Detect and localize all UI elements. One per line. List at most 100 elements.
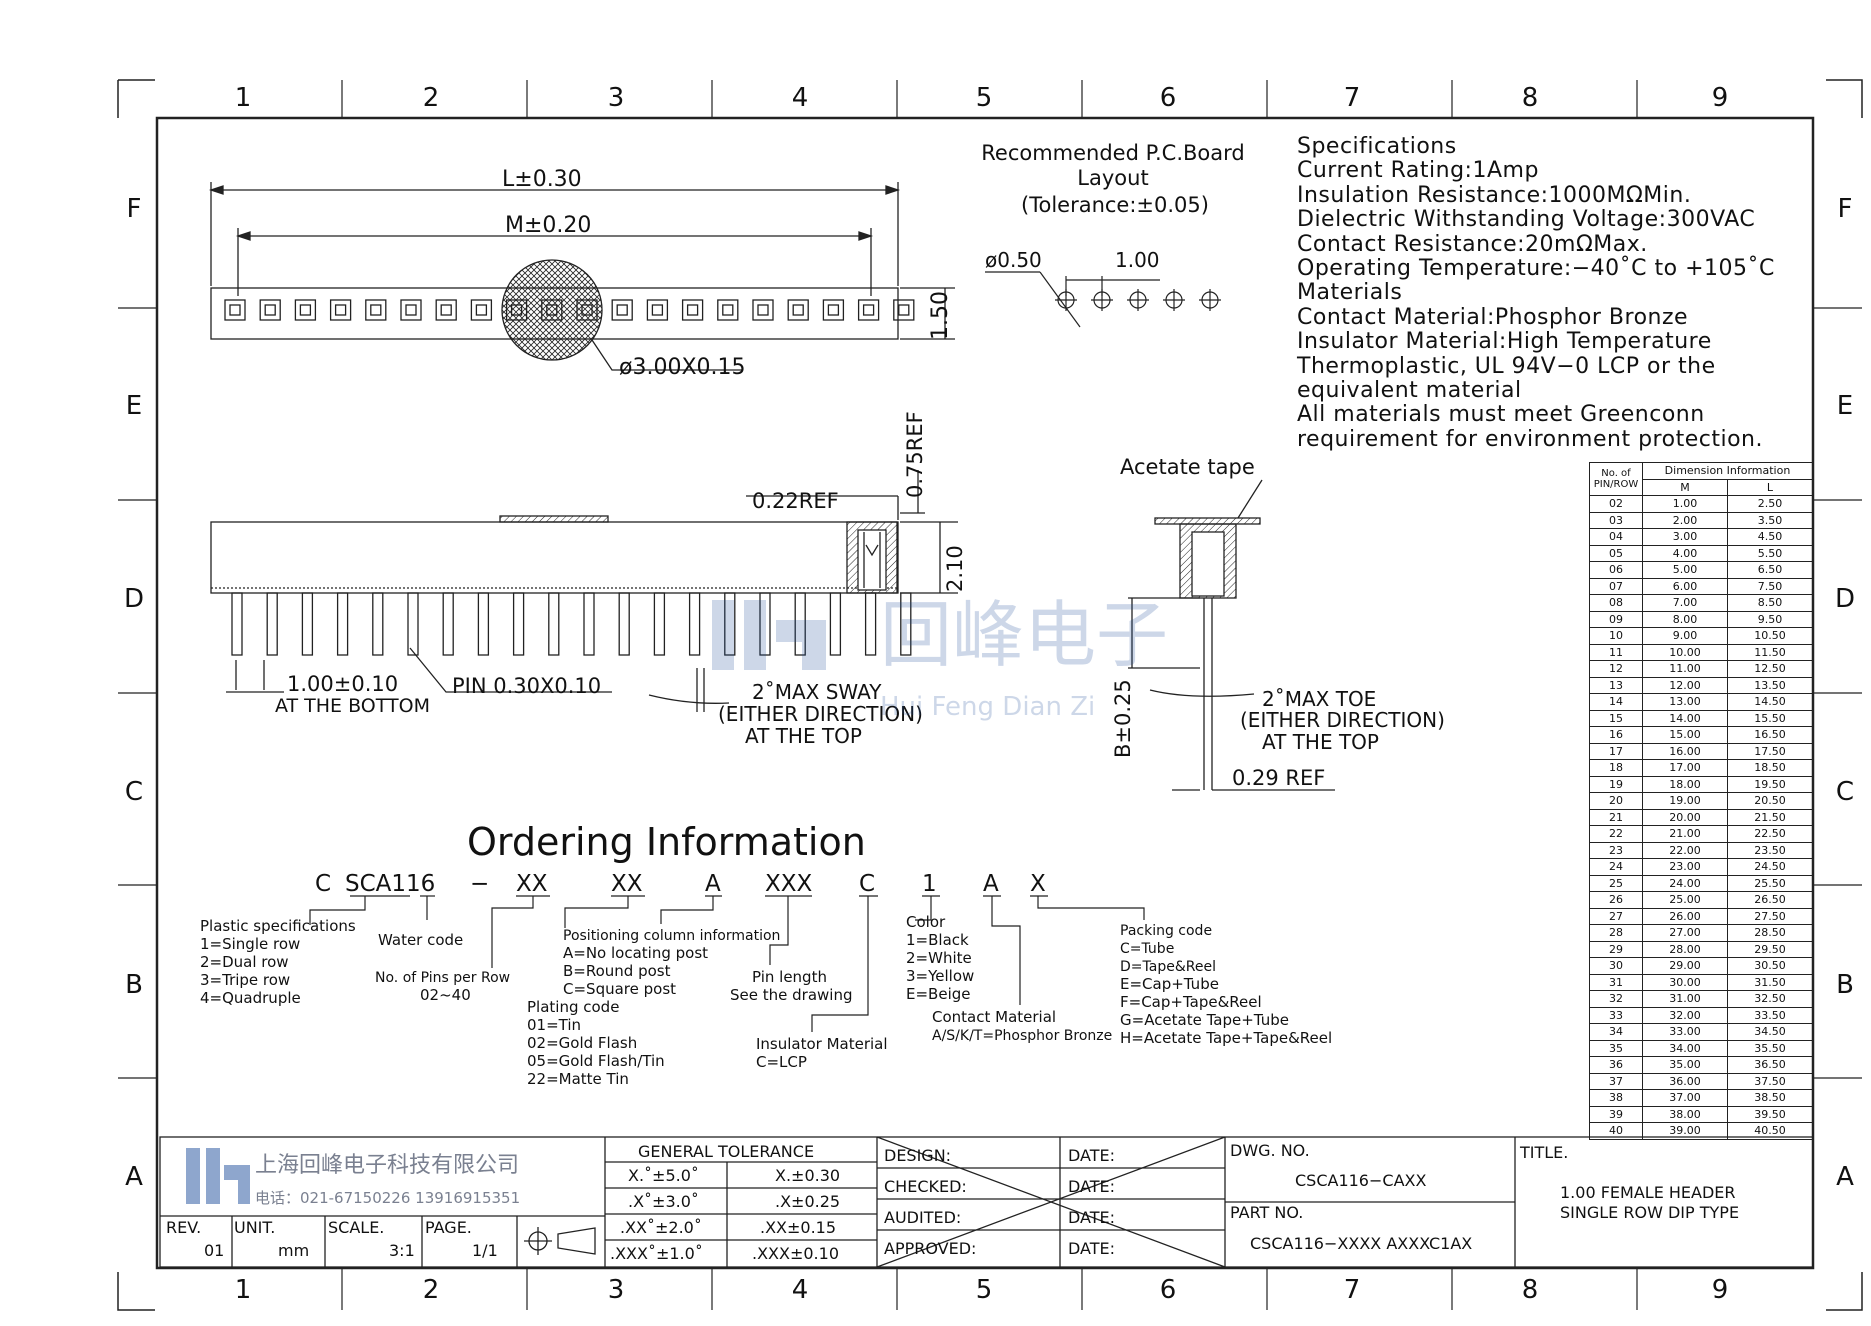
svg-text:GENERAL TOLERANCE: GENERAL TOLERANCE [638, 1142, 814, 1161]
cell-pins: 29 [1589, 940, 1643, 958]
svg-text:C=Tube: C=Tube [1120, 941, 1174, 957]
cell-l: 30.50 [1726, 957, 1814, 975]
svg-text:01=Tin: 01=Tin [527, 1016, 581, 1034]
contact-window-inner [827, 304, 840, 316]
pin [653, 592, 666, 656]
contact-window [646, 299, 669, 321]
pin [407, 592, 419, 656]
cell-m: 16.00 [1642, 742, 1728, 760]
spec-line: Insulator Material:High Temperature [1297, 329, 1712, 355]
cell-m: 20.00 [1642, 808, 1728, 826]
watermark-en: Hui Feng Dian Zi [880, 692, 1095, 722]
svg-text:2=Dual row: 2=Dual row [200, 953, 289, 971]
cell-l: 40.50 [1726, 1122, 1814, 1140]
cell-pins: 18 [1589, 759, 1643, 777]
svg-text:.XXX˚±1.0˚: .XXX˚±1.0˚ [610, 1244, 703, 1263]
col-label-top: 8 [1522, 83, 1539, 113]
cell-m: 3.00 [1642, 528, 1728, 546]
sway-3: AT THE TOP [745, 724, 862, 748]
table-header-l: L [1726, 478, 1814, 496]
svg-text:UNIT.: UNIT. [234, 1218, 275, 1237]
svg-text:APPROVED:: APPROVED: [884, 1239, 976, 1258]
svg-text:Plating code: Plating code [527, 998, 619, 1016]
contact-window [329, 299, 352, 321]
cell-m: 1.00 [1642, 495, 1728, 513]
row-label-left: E [126, 391, 142, 421]
svg-text:Contact Material: Contact Material [932, 1008, 1056, 1026]
cell-l: 33.50 [1726, 1006, 1814, 1024]
contact-window-inner [334, 304, 347, 316]
cell-m: 36.00 [1642, 1072, 1728, 1090]
cell-l: 23.50 [1726, 841, 1814, 859]
cell-pins: 36 [1589, 1056, 1643, 1074]
row-label-right: E [1837, 391, 1853, 421]
contact-window-inner [686, 304, 699, 316]
col-label-bottom: 2 [423, 1275, 440, 1305]
cell-m: 11.00 [1642, 660, 1728, 678]
ordering-leaders [309, 895, 1145, 1032]
cell-m: 9.00 [1642, 627, 1728, 645]
row-label-left: C [125, 777, 143, 807]
cell-l: 36.50 [1726, 1056, 1814, 1074]
cell-l: 29.50 [1726, 940, 1814, 958]
svg-text:TITLE.: TITLE. [1519, 1143, 1568, 1162]
outer-frame [117, 79, 1863, 1311]
cell-m: 6.00 [1642, 577, 1728, 595]
cell-pins: 22 [1589, 825, 1643, 843]
cell-l: 27.50 [1726, 907, 1814, 925]
pin [548, 592, 560, 656]
row-label-right: C [1836, 777, 1854, 807]
cell-m: 29.00 [1642, 957, 1728, 975]
svg-text:C=Square post: C=Square post [563, 980, 676, 998]
ordering-code: C SCA116 − XX XX A XXX C 1 A X [315, 871, 1046, 897]
pin [794, 592, 806, 656]
svg-text:mm: mm [278, 1241, 309, 1260]
contact-window [893, 299, 915, 321]
contact-window [470, 299, 493, 321]
svg-text:A=No locating post: A=No locating post [563, 944, 708, 962]
watermark: 回峰电子 Hui Feng Dian Zi [712, 593, 1168, 722]
contact-window-inner [440, 304, 452, 316]
cell-l: 35.50 [1726, 1039, 1814, 1057]
cell-pins: 33 [1589, 1006, 1643, 1024]
cell-pins: 17 [1589, 742, 1643, 760]
svg-text:SCA116: SCA116 [345, 871, 435, 897]
pin [618, 592, 630, 656]
svg-text:A: A [705, 871, 721, 897]
cell-pins: 38 [1589, 1089, 1643, 1107]
pin [477, 592, 490, 656]
contact-window-inner [229, 304, 241, 316]
cell-m: 33.00 [1642, 1023, 1728, 1041]
cell-l: 34.50 [1726, 1023, 1814, 1041]
toe-2: (EITHER DIRECTION) [1240, 708, 1445, 732]
spec-heading: Specifications [1297, 134, 1457, 159]
svg-text:05=Gold Flash/Tin: 05=Gold Flash/Tin [527, 1052, 665, 1070]
cell-l: 12.50 [1726, 660, 1814, 678]
sway-2: (EITHER DIRECTION) [718, 702, 923, 726]
cell-l: 9.50 [1726, 610, 1814, 628]
cell-m: 35.00 [1642, 1056, 1728, 1074]
table-header-dimension: Dimension Information [1642, 462, 1813, 480]
cell-m: 7.00 [1642, 594, 1728, 612]
cell-l: 16.50 [1726, 726, 1814, 744]
svg-text:3=Tripe row: 3=Tripe row [200, 971, 290, 989]
cell-m: 12.00 [1642, 676, 1728, 694]
svg-text:Packing code: Packing code [1120, 923, 1212, 939]
cell-pins: 24 [1589, 858, 1643, 876]
svg-text:DWG. NO.: DWG. NO. [1230, 1141, 1310, 1160]
svg-text:DATE:: DATE: [1068, 1239, 1115, 1258]
cell-l: 15.50 [1726, 709, 1814, 727]
spec-line: Dielectric Withstanding Voltage:300VAC [1297, 207, 1756, 233]
col-label-bottom: 3 [608, 1275, 625, 1305]
cell-l: 25.50 [1726, 874, 1814, 892]
cell-m: 17.00 [1642, 759, 1728, 777]
